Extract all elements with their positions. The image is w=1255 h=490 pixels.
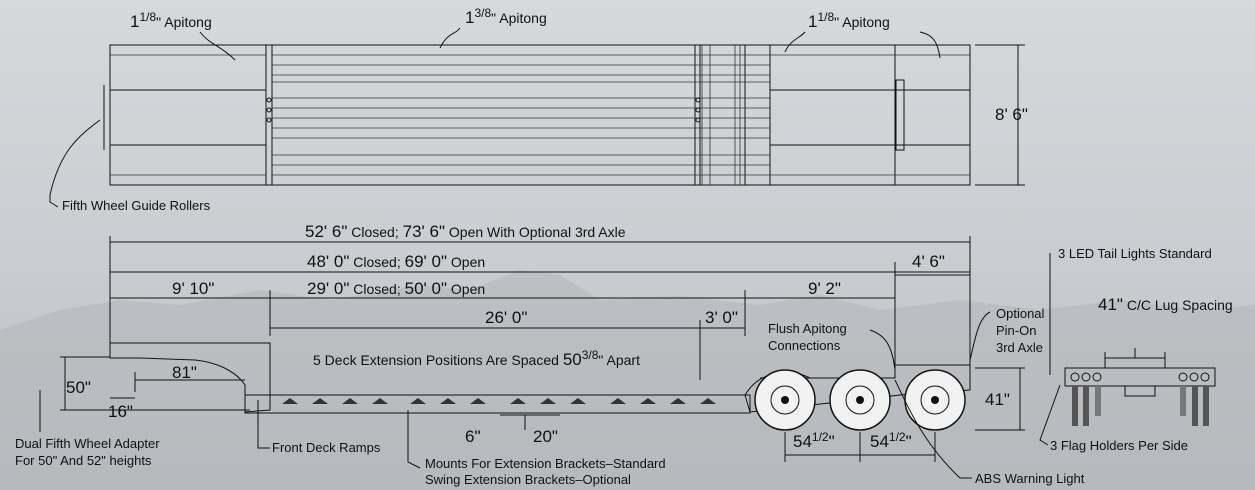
top-view: 8' 6" 11/8" Apitong 13/8" Apitong 11/8" …	[49, 6, 1028, 213]
top-deck-outline	[109, 44, 971, 186]
apitong-center-label: 13/8" Apitong	[465, 6, 547, 27]
guide-rollers-label: Fifth Wheel Guide Rollers	[62, 198, 211, 213]
dual-adapter-line2: For 50" And 52" heights	[15, 453, 152, 468]
dual-adapter-line1: Dual Fifth Wheel Adapter	[15, 436, 160, 451]
flush-label-line1: Flush Apitong	[768, 321, 847, 336]
abs-label: ABS Warning Light	[975, 471, 1085, 486]
extension-bracket-mounts	[282, 398, 716, 404]
optional-axle-line3: 3rd Axle	[996, 340, 1043, 355]
rear-view: 3 LED Tail Lights Standard 41" C/C Lug S…	[1039, 246, 1233, 453]
dim-81: 81"	[172, 363, 197, 382]
overall-length-label: 52' 6" Closed; 73' 6" Open With Optional…	[305, 222, 626, 241]
rear-gooseneck-block	[894, 274, 971, 366]
apitong-planks	[110, 54, 970, 176]
rear-deck-dim: 9' 2"	[808, 279, 841, 298]
axle-spacing-2: 541/2"	[870, 430, 912, 451]
flag-holders-label: 3 Flag Holders Per Side	[1050, 438, 1188, 453]
background-mesa-silhouette	[0, 270, 1255, 490]
lug-spacing-label: 41" C/C Lug Spacing	[1098, 295, 1233, 314]
height-50-dim: 50"	[66, 378, 91, 397]
well-inner-dim: 26' 0"	[485, 308, 527, 327]
side-view: 52' 6" Closed; 73' 6" Open With Optional…	[15, 222, 1085, 487]
tail-lights	[1070, 372, 1210, 382]
well-length-label: 29' 0" Closed; 50' 0" Open	[307, 279, 485, 298]
gooseneck-dim: 9' 10"	[172, 279, 214, 298]
dim-16: 16"	[108, 402, 133, 421]
apitong-right-label: 11/8" Apitong	[808, 10, 890, 31]
dim-6: 6"	[465, 427, 481, 446]
optional-axle-line2: Pin-On	[996, 323, 1036, 338]
flush-label-line2: Connections	[768, 338, 841, 353]
front-ramps-label: Front Deck Ramps	[272, 440, 381, 455]
lowbed-well	[244, 394, 751, 414]
mounts-line1: Mounts For Extension Brackets–Standard	[425, 456, 666, 471]
apitong-left-label: 11/8" Apitong	[130, 10, 212, 31]
extension-positions-note: 5 Deck Extension Positions Are Spaced 50…	[313, 348, 640, 369]
axle-wheels	[754, 369, 966, 431]
width-dimension: 8' 6"	[995, 105, 1028, 124]
deck-height-41: 41"	[985, 390, 1010, 409]
mounts-line2: Swing Extension Brackets–Optional	[425, 472, 631, 487]
optional-axle-line1: Optional	[996, 306, 1045, 321]
rear-overhang-dim: 4' 6"	[912, 252, 945, 271]
axle-spacing-1: 541/2"	[793, 430, 835, 451]
dim-20: 20"	[533, 427, 558, 446]
tail-lights-label: 3 LED Tail Lights Standard	[1058, 246, 1212, 261]
well-tail-dim: 3' 0"	[705, 308, 738, 327]
deck-length-label: 48' 0" Closed; 69' 0" Open	[307, 252, 485, 271]
